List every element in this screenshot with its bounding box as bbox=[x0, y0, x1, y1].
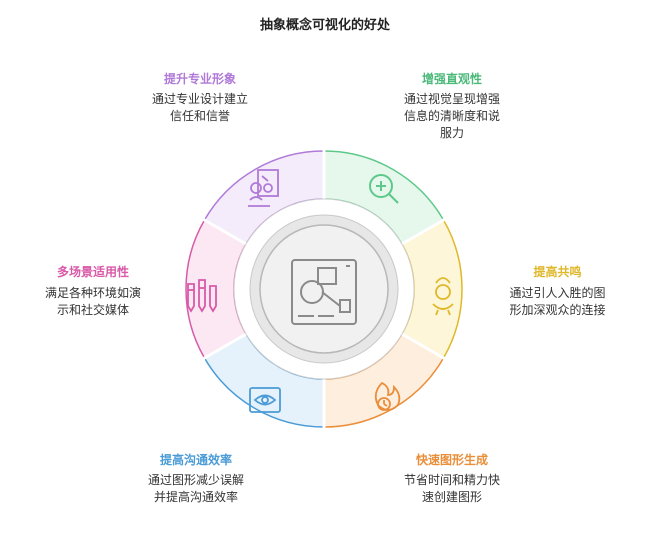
segment-divider bbox=[399, 331, 446, 361]
desc-multi: 满足各种环境如演 示和社交媒体 bbox=[44, 286, 141, 317]
center-hub-inner bbox=[259, 224, 389, 354]
label-resonance: 提高共鸣 bbox=[533, 265, 582, 279]
presentation-icon bbox=[248, 169, 279, 207]
fire-clock-icon bbox=[374, 381, 401, 411]
segment-divider bbox=[399, 217, 446, 247]
desc-fast: 节省时间和精力快 速创建图形 bbox=[403, 473, 500, 504]
magnifier-icon bbox=[369, 174, 399, 204]
eye-frame-icon bbox=[249, 387, 281, 413]
label-communication: 提高沟通效率 bbox=[159, 453, 232, 467]
segment-divider bbox=[202, 331, 249, 361]
desc-intuitive: 通过视觉呈现增强 信息的清晰度和说 服力 bbox=[403, 92, 500, 140]
abstract-diagram-icon bbox=[291, 259, 357, 325]
tools-icon bbox=[187, 279, 217, 313]
label-professional: 提升专业形象 bbox=[163, 72, 236, 86]
desc-professional: 通过专业设计建立 信任和信誉 bbox=[151, 92, 248, 123]
label-intuitive: 增强直观性 bbox=[421, 72, 482, 86]
label-fast: 快速图形生成 bbox=[415, 453, 488, 467]
diagram-title: 抽象概念可视化的好处 bbox=[259, 18, 390, 33]
desc-communication: 通过图形减少误解 并提高沟通效率 bbox=[147, 473, 244, 504]
desc-resonance: 通过引人入胜的图 形加深观众的连接 bbox=[509, 286, 606, 317]
label-multi: 多场景适用性 bbox=[56, 265, 129, 279]
segment-divider bbox=[202, 217, 249, 247]
character-icon bbox=[432, 277, 454, 316]
